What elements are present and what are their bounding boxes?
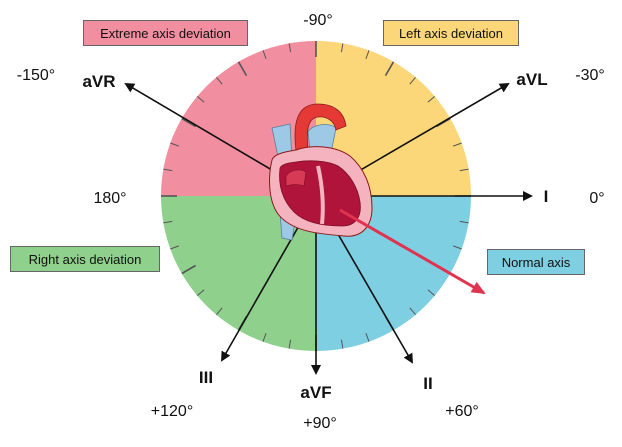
angle-label-upper-left: -150° — [17, 67, 55, 84]
degree-tick — [340, 339, 344, 349]
angle-label-lower-right: +60° — [445, 403, 479, 420]
angle-label-bottom: +90° — [303, 415, 337, 432]
degree-tick — [262, 333, 267, 342]
degree-tick — [181, 264, 197, 275]
degree-tick — [453, 142, 462, 147]
angle-label-top: -90° — [303, 12, 333, 29]
aorta — [294, 103, 347, 151]
degree-tick — [288, 339, 292, 349]
degree-tick — [459, 168, 469, 172]
degree-tick — [409, 76, 416, 85]
left-deviation-quadrant — [316, 41, 471, 196]
degree-tick — [340, 43, 344, 53]
degree-tick — [384, 61, 395, 77]
lead-label-avr: aVR — [82, 72, 115, 91]
degree-tick — [170, 142, 179, 147]
angle-label-upper-right: -30° — [575, 67, 605, 84]
degree-tick — [427, 289, 436, 296]
angle-label-left: 180° — [93, 190, 126, 207]
lead-label-iii: III — [199, 368, 213, 387]
pulmonary-vessel — [307, 124, 337, 151]
right-deviation-label: Right axis deviation — [10, 246, 160, 272]
degree-tick — [427, 96, 436, 103]
normal-axis-label: Normal axis — [487, 249, 585, 275]
degree-tick — [453, 245, 462, 250]
mean-axis-arrow — [339, 208, 486, 295]
degree-tick — [262, 50, 267, 59]
degree-tick — [170, 245, 179, 250]
lead-label-ii: II — [423, 374, 432, 393]
degree-tick — [237, 61, 248, 77]
degree-tick — [365, 50, 370, 59]
degree-tick — [409, 307, 416, 316]
atrium-highlight — [285, 169, 307, 187]
septum — [316, 165, 325, 225]
left-deviation-label: Left axis deviation — [383, 20, 519, 46]
degree-tick — [196, 96, 205, 103]
degree-tick — [163, 220, 173, 224]
degree-tick — [163, 168, 173, 172]
degree-tick — [459, 220, 469, 224]
degree-tick — [365, 333, 370, 342]
degree-tick — [216, 307, 223, 316]
lead-label-i: I — [544, 187, 549, 206]
degree-tick — [196, 289, 205, 296]
degree-tick — [216, 76, 223, 85]
angle-label-right: 0° — [589, 190, 604, 207]
degree-tick — [181, 117, 197, 128]
lead-label-avf: aVF — [300, 383, 331, 402]
right-deviation-quadrant — [161, 196, 316, 351]
lead-label-avl: aVL — [516, 70, 547, 89]
angle-label-lower-left: +120° — [151, 403, 193, 420]
degree-tick — [288, 43, 292, 53]
extreme-deviation-label: Extreme axis deviation — [83, 20, 248, 46]
